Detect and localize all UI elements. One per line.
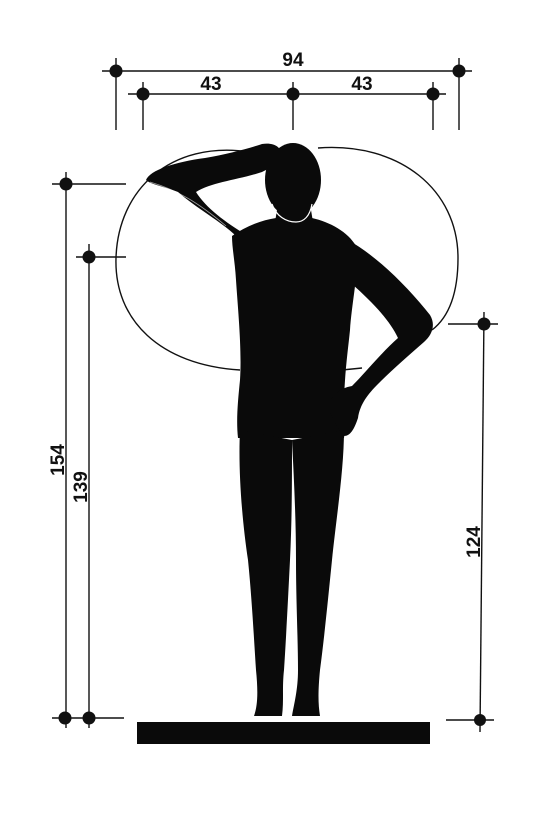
label-right-half-width: 43 xyxy=(351,74,372,95)
dot-43-right xyxy=(426,87,440,101)
top-dimension-dots xyxy=(109,64,466,101)
raised-arm xyxy=(146,143,283,236)
floor-slab xyxy=(137,722,430,744)
label-total-reach-width: 94 xyxy=(282,50,304,71)
dot-124-top xyxy=(477,317,491,331)
dot-43-center xyxy=(286,87,300,101)
torso xyxy=(232,218,358,438)
reach-arc-right xyxy=(317,146,459,331)
dot-139-bottom xyxy=(82,711,96,725)
label-overall-height: 154 xyxy=(48,444,69,476)
left-leg xyxy=(239,430,292,716)
dot-124-bottom xyxy=(474,714,486,726)
dot-154-bottom xyxy=(58,711,72,725)
left-dimension-dots xyxy=(58,177,96,725)
dot-43-left xyxy=(136,87,150,101)
dot-139-top xyxy=(82,250,96,264)
right-leg xyxy=(292,430,344,716)
dot-94-right xyxy=(452,64,466,78)
arm-on-hip xyxy=(328,240,433,436)
reach-arc xyxy=(115,149,251,371)
label-elbow-height: 124 xyxy=(464,526,485,558)
standing-figure-silhouette xyxy=(146,143,433,716)
right-dimension-group xyxy=(446,311,498,733)
dot-154-top xyxy=(59,177,73,191)
label-shoulder-height: 139 xyxy=(71,471,92,503)
arm-highlight xyxy=(149,181,227,227)
height-124-line xyxy=(479,311,485,733)
right-dimension-dots xyxy=(474,317,491,726)
dot-94-left xyxy=(109,64,123,78)
chin-highlight xyxy=(271,203,313,223)
label-left-half-width: 43 xyxy=(200,74,221,95)
head xyxy=(265,143,321,217)
